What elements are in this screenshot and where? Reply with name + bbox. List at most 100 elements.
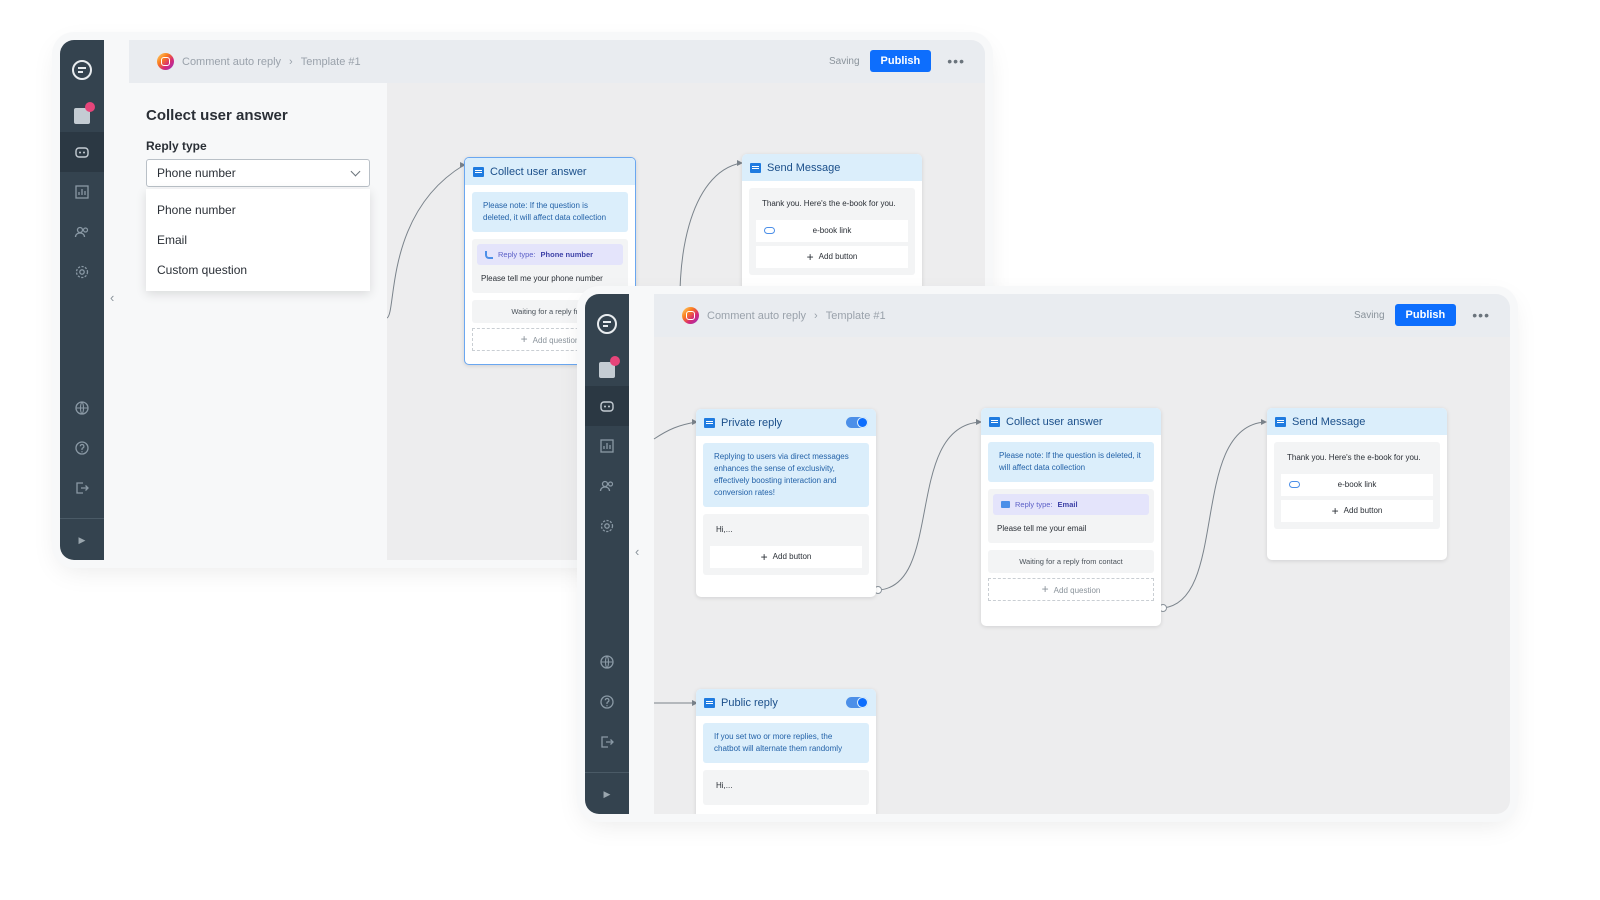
chevron-right-icon: › <box>289 55 293 68</box>
private-reply-toggle[interactable] <box>846 417 868 428</box>
settings-nav-button[interactable] <box>585 506 629 546</box>
language-nav-button[interactable] <box>585 642 629 682</box>
contacts-nav-button[interactable] <box>585 466 629 506</box>
analytics-nav-button[interactable] <box>585 426 629 466</box>
node-note: Replying to users via direct messages en… <box>703 443 869 507</box>
collapse-panel-icon[interactable]: ‹ <box>110 290 115 305</box>
topbar: Comment auto reply › Template #1 Saving … <box>654 294 1510 337</box>
users-icon <box>599 480 614 492</box>
inbox-nav-button[interactable] <box>585 350 629 390</box>
bot-icon <box>600 401 614 412</box>
add-button-label: Add button <box>772 552 812 561</box>
sidebar-rail: ▶ <box>585 294 629 814</box>
breadcrumb-section[interactable]: Comment auto reply <box>182 55 282 68</box>
public-reply-toggle[interactable] <box>846 697 868 708</box>
bot-nav-button[interactable] <box>60 132 104 172</box>
public-reply-node[interactable]: Public reply If you set two or more repl… <box>696 689 876 814</box>
chat-icon <box>750 162 761 173</box>
collapse-panel-icon[interactable]: ‹ <box>635 544 640 559</box>
add-button-label: Add button <box>818 252 858 261</box>
topbar: Comment auto reply › Template #1 Saving … <box>129 40 985 83</box>
help-nav-button[interactable] <box>585 682 629 722</box>
help-icon <box>600 695 614 709</box>
settings-nav-button[interactable] <box>60 252 104 292</box>
rail-divider <box>60 518 104 519</box>
collect-user-answer-node[interactable]: Collect user answer Please note: If the … <box>981 408 1161 626</box>
breadcrumb-section[interactable]: Comment auto reply <box>707 309 807 322</box>
publish-button[interactable]: Publish <box>869 50 932 72</box>
expand-rail-button[interactable]: ▶ <box>603 789 611 799</box>
gear-icon <box>600 519 614 533</box>
gear-icon <box>75 265 89 279</box>
message-block[interactable]: Hi,... <box>703 770 869 805</box>
collapse-gutter: ‹ <box>629 294 654 814</box>
collect-user-answer-node[interactable]: Collect user answer Please note: If the … <box>464 157 636 365</box>
phone-icon <box>485 250 493 259</box>
expand-rail-button[interactable]: ▶ <box>78 535 86 545</box>
waiting-status: Waiting for a reply from contact <box>988 550 1154 573</box>
notification-badge <box>85 102 95 112</box>
logo-icon[interactable] <box>70 58 94 82</box>
reply-type-block[interactable]: Reply type:Email Please tell me your ema… <box>988 489 1154 543</box>
logo-icon[interactable] <box>595 312 619 336</box>
plus-icon: + <box>520 332 528 346</box>
collapse-gutter: ‹ <box>104 40 129 560</box>
link-icon <box>1289 481 1300 488</box>
more-options-icon[interactable]: ••• <box>1472 307 1490 323</box>
more-options-icon[interactable]: ••• <box>947 53 965 69</box>
publish-button[interactable]: Publish <box>1394 304 1457 326</box>
logout-nav-button[interactable] <box>60 468 104 508</box>
reply-type-prefix: Reply type: <box>498 250 536 259</box>
add-button-label: Add button <box>1343 506 1383 515</box>
breadcrumb-template: Template #1 <box>825 309 886 322</box>
add-question-label: Add question <box>532 336 580 345</box>
link-button[interactable]: e-book link <box>1281 474 1433 496</box>
link-button[interactable]: e-book link <box>756 220 908 242</box>
message-text: Thank you. Here's the e-book for you. <box>762 199 896 208</box>
contacts-nav-button[interactable] <box>60 212 104 252</box>
link-icon <box>764 227 775 234</box>
reply-type-prefix: Reply type: <box>1015 500 1053 509</box>
add-question-button[interactable]: +Add question <box>988 578 1154 601</box>
message-text: Thank you. Here's the e-book for you. <box>1287 453 1421 462</box>
instagram-icon <box>157 53 174 70</box>
option-phone-number[interactable]: Phone number <box>157 203 236 217</box>
analytics-nav-button[interactable] <box>60 172 104 212</box>
reply-type-select[interactable]: Phone number <box>146 159 370 187</box>
globe-icon <box>600 655 614 669</box>
message-block[interactable]: Hi,... +Add button <box>703 514 869 575</box>
plus-icon: + <box>1041 582 1049 596</box>
inbox-icon <box>74 102 95 124</box>
question-text: Please tell me your phone number <box>481 274 603 283</box>
saving-status: Saving <box>828 55 860 67</box>
node-title: Public reply <box>721 696 778 709</box>
option-email[interactable]: Email <box>157 233 188 247</box>
add-button[interactable]: + Add button <box>1281 500 1433 522</box>
properties-panel: Collect user answer Reply type Phone num… <box>129 83 387 560</box>
add-button[interactable]: +Add button <box>710 546 862 568</box>
node-title: Collect user answer <box>490 165 587 178</box>
message-block[interactable]: Thank you. Here's the e-book for you. e-… <box>1274 442 1440 529</box>
plus-icon: + <box>1331 504 1339 518</box>
logout-nav-button[interactable] <box>585 722 629 762</box>
chat-icon <box>1275 416 1286 427</box>
mail-icon <box>1001 501 1010 508</box>
option-custom-question[interactable]: Custom question <box>157 263 248 277</box>
question-text: Please tell me your email <box>997 524 1087 533</box>
message-text: Hi,... <box>716 525 733 534</box>
chat-icon <box>704 697 715 708</box>
link-button-label: e-book link <box>812 226 852 235</box>
private-reply-node[interactable]: Private reply Replying to users via dire… <box>696 409 876 597</box>
instagram-icon <box>682 307 699 324</box>
language-nav-button[interactable] <box>60 388 104 428</box>
breadcrumb: Comment auto reply › Template #1 <box>682 307 886 324</box>
message-block[interactable]: Thank you. Here's the e-book for you. e-… <box>749 188 915 275</box>
bot-nav-button[interactable] <box>585 386 629 426</box>
flow-canvas[interactable]: Private reply Replying to users via dire… <box>653 337 1510 814</box>
chat-icon <box>704 417 715 428</box>
help-nav-button[interactable] <box>60 428 104 468</box>
send-message-node[interactable]: Send Message Thank you. Here's the e-boo… <box>1267 408 1447 560</box>
inbox-nav-button[interactable] <box>60 96 104 136</box>
add-button[interactable]: +Add button <box>756 246 908 268</box>
reply-type-block[interactable]: Reply type:Phone number Please tell me y… <box>472 239 628 293</box>
